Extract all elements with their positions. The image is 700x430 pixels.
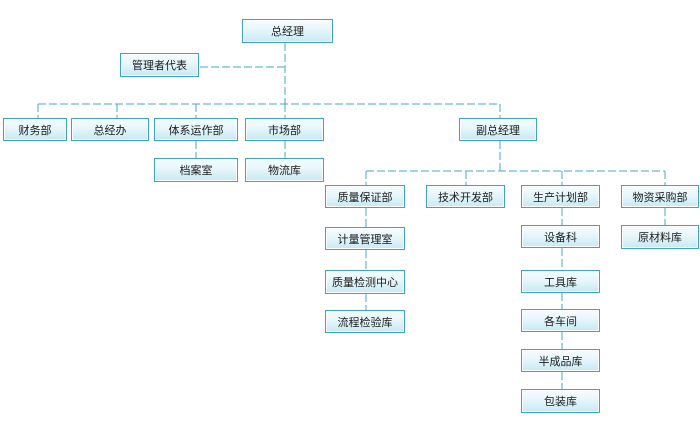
node-packaging-warehouse: 包装库 bbox=[521, 389, 600, 413]
node-semi-finished-warehouse: 半成品库 bbox=[521, 349, 600, 372]
node-quality-assurance-dept: 质量保证部 bbox=[325, 185, 405, 208]
node-deputy-gm: 副总经理 bbox=[459, 118, 537, 141]
node-market-dept: 市场部 bbox=[245, 118, 324, 141]
node-logistics-warehouse: 物流库 bbox=[245, 158, 324, 182]
node-production-planning-dept: 生产计划部 bbox=[521, 185, 600, 208]
node-general-manager: 总经理 bbox=[242, 19, 333, 43]
node-metrology-room: 计量管理室 bbox=[325, 227, 405, 250]
node-general-office: 总经办 bbox=[71, 118, 149, 141]
node-tech-dev-dept: 技术开发部 bbox=[426, 185, 505, 208]
node-materials-purchasing-dept: 物资采购部 bbox=[621, 185, 699, 208]
node-process-inspection-warehouse: 流程检验库 bbox=[325, 310, 405, 333]
node-workshops: 各车间 bbox=[521, 309, 600, 332]
node-equipment-section: 设备科 bbox=[521, 225, 600, 248]
node-quality-testing-center: 质量检测中心 bbox=[325, 270, 405, 294]
node-system-ops-dept: 体系运作部 bbox=[154, 118, 238, 141]
node-archive-room: 档案室 bbox=[154, 158, 238, 182]
node-raw-materials-warehouse: 原材料库 bbox=[621, 225, 699, 249]
node-tool-warehouse: 工具库 bbox=[521, 270, 600, 293]
node-management-representative: 管理者代表 bbox=[120, 53, 199, 77]
node-finance-dept: 财务部 bbox=[3, 118, 67, 141]
